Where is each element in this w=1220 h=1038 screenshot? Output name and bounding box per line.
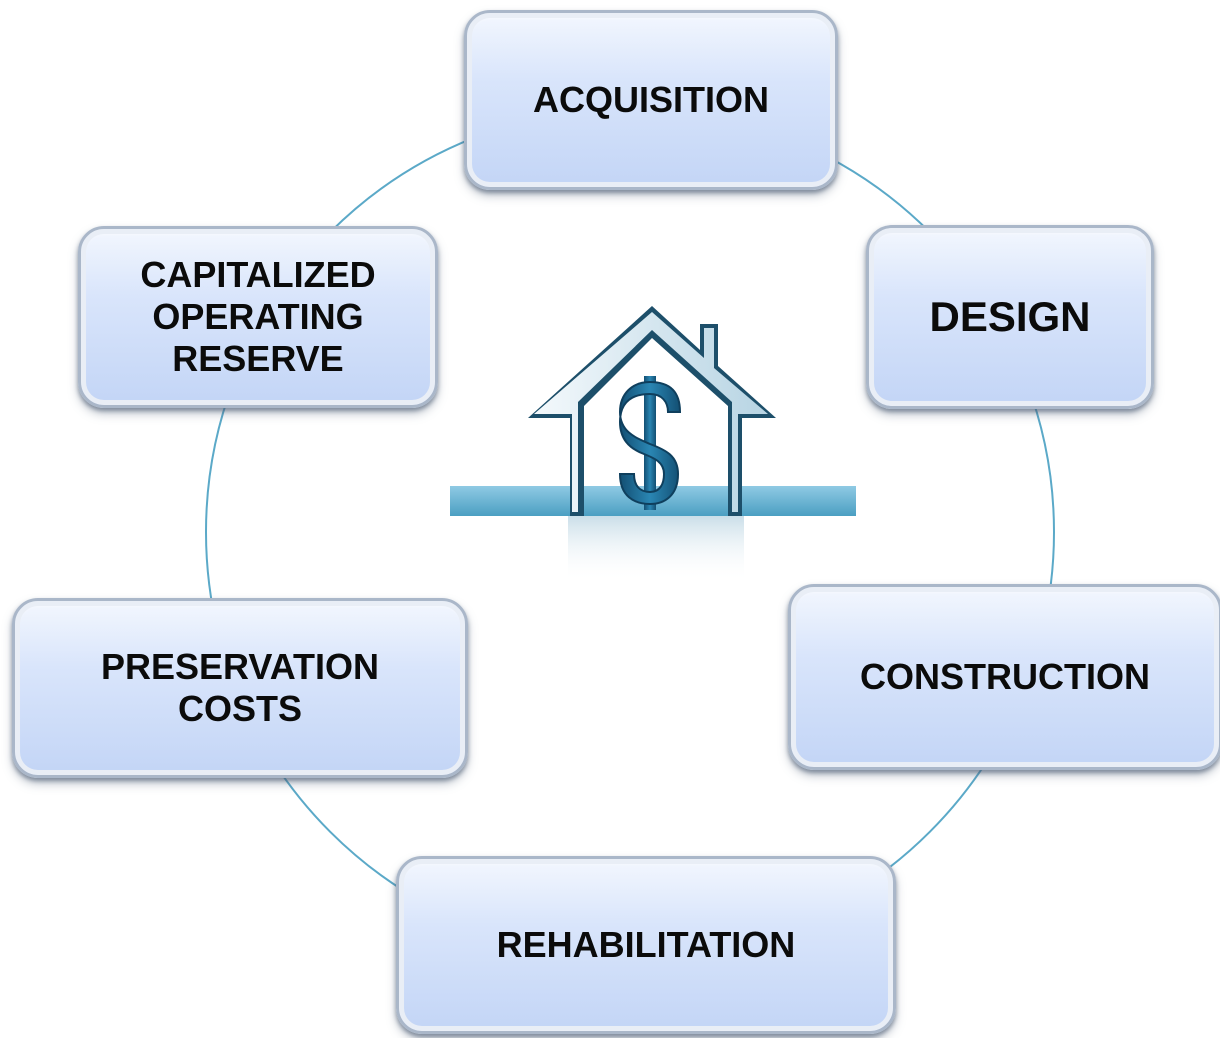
dollar-sign-icon (618, 376, 682, 510)
node-construction: CONSTRUCTION (788, 584, 1220, 770)
node-label-design: DESIGN (929, 293, 1091, 341)
node-capitalized-operating-reserve: CAPITALIZED OPERATING RESERVE (78, 226, 438, 408)
house-reflection (568, 516, 744, 582)
node-label-rehabilitation: REHABILITATION (496, 923, 796, 965)
node-label-capitalized-operating-reserve: CAPITALIZED OPERATING RESERVE (140, 253, 376, 380)
house-outline-front (534, 312, 768, 512)
node-acquisition: ACQUISITION (464, 10, 838, 190)
node-rehabilitation: REHABILITATION (396, 856, 896, 1034)
node-design: DESIGN (866, 225, 1154, 409)
node-label-acquisition: ACQUISITION (532, 78, 769, 120)
house-dollar-icon (448, 302, 858, 584)
node-label-preservation-costs: PRESERVATION COSTS (100, 645, 380, 729)
node-label-construction: CONSTRUCTION (860, 655, 1150, 697)
node-preservation-costs: PRESERVATION COSTS (12, 598, 468, 778)
